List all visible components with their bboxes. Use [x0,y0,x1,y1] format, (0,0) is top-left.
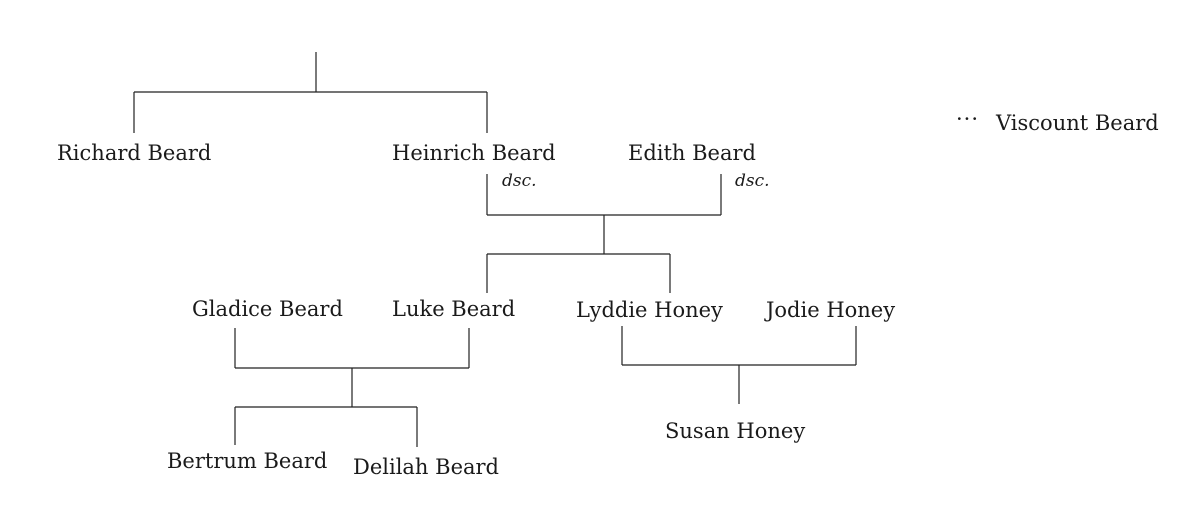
person-jodie-honey: Jodie Honey [766,298,896,322]
person-heinrich-beard: Heinrich Beard [392,141,556,165]
person-viscount-beard: Viscount Beard [996,111,1159,135]
person-richard-beard: Richard Beard [57,141,212,165]
heinrich-dsc-note: dsc. [502,171,537,191]
person-lyddie-honey: Lyddie Honey [576,298,723,322]
person-edith-beard: Edith Beard [628,141,756,165]
person-susan-honey: Susan Honey [665,419,806,443]
person-bertrum-beard: Bertrum Beard [167,449,328,473]
person-gladice-beard: Gladice Beard [192,297,343,321]
person-delilah-beard: Delilah Beard [353,455,499,479]
edith-dsc-note: dsc. [735,171,770,191]
person-luke-beard: Luke Beard [392,297,516,321]
continuation-ellipsis: ··· [956,107,980,131]
